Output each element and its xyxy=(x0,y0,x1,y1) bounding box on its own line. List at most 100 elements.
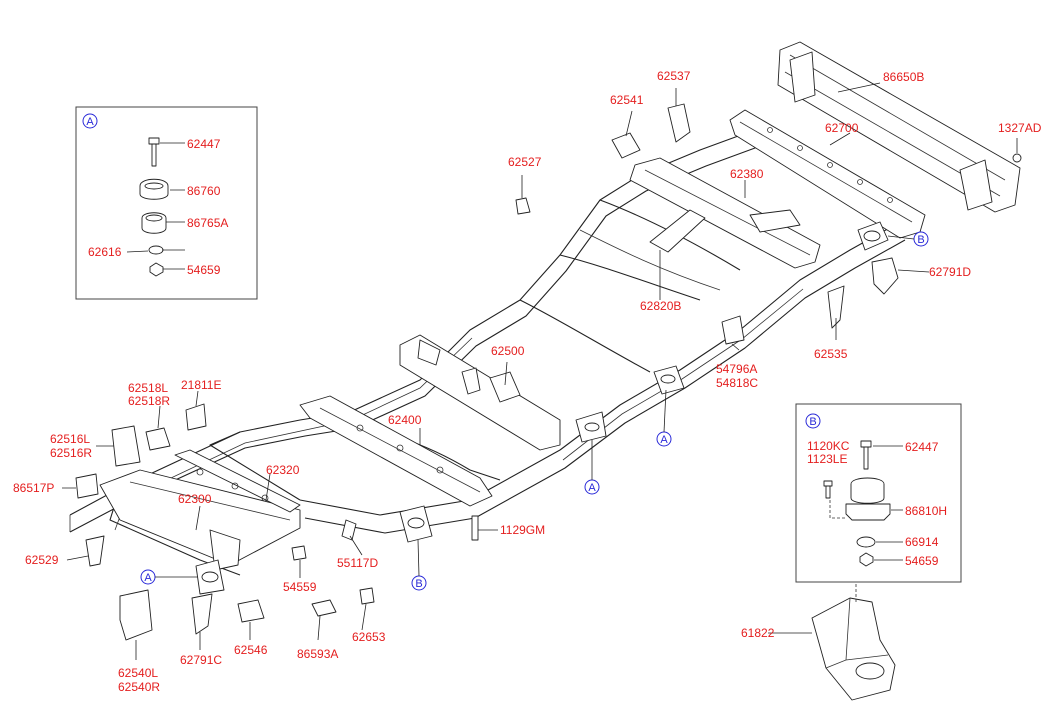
crossmember-62500 xyxy=(399,334,561,451)
crossmember-62380 xyxy=(629,157,821,269)
svg-text:B: B xyxy=(809,416,816,428)
body-mount-mid-left xyxy=(575,411,607,443)
label-62400: 62400 xyxy=(388,413,422,427)
bracket-86517p xyxy=(75,473,99,499)
ref-marker-b-rear: B xyxy=(411,575,427,591)
body-mount-front-right xyxy=(857,221,889,251)
bracket-21811e xyxy=(185,403,207,431)
label-55117d: 55117D xyxy=(337,556,378,570)
label-62546: 62546 xyxy=(234,643,268,657)
detail-b-bolt-short xyxy=(823,480,833,499)
label-62320: 62320 xyxy=(266,463,300,477)
label-21811e: 21811E xyxy=(181,378,221,392)
label-54559: 54559 xyxy=(283,580,317,594)
label-62791d: 62791D xyxy=(929,265,971,279)
ref-marker-b-front: B xyxy=(913,231,929,247)
bracket-62537 xyxy=(667,103,691,143)
label-62537: 62537 xyxy=(657,69,691,83)
svg-text:A: A xyxy=(144,572,152,584)
label-86810h: 86810H xyxy=(905,504,947,518)
bracket-54796a xyxy=(721,315,745,345)
detail-a-marker: A xyxy=(82,113,98,129)
detail-a-nut xyxy=(149,262,164,277)
clip-86593a xyxy=(311,599,337,617)
detail-b-marker: B xyxy=(805,413,821,429)
svg-text:A: A xyxy=(588,482,596,494)
pad-62546 xyxy=(237,599,265,623)
label-54818c: 54818C xyxy=(716,376,758,390)
bracket-62791d xyxy=(871,257,899,295)
label-86650b: 86650B xyxy=(883,70,924,84)
nut-1327ad xyxy=(1012,153,1022,163)
label-62700: 62700 xyxy=(825,121,859,135)
clip-54559 xyxy=(291,545,307,561)
bracket-62516 xyxy=(111,425,141,467)
body-mount-rear-right xyxy=(399,505,433,543)
detail-a-bolt xyxy=(148,137,160,167)
label-62653: 62653 xyxy=(352,630,386,644)
label-54659-a: 54659 xyxy=(187,263,221,277)
bracket-62529 xyxy=(85,535,105,567)
clip-62527 xyxy=(515,197,531,215)
stud-55117d xyxy=(341,519,357,541)
svg-text:B: B xyxy=(415,578,422,590)
bracket-62791c xyxy=(191,593,213,635)
detail-box-b xyxy=(795,403,962,583)
label-1327ad: 1327AD xyxy=(998,121,1042,135)
label-66914: 66914 xyxy=(905,535,939,549)
label-62791c: 62791C xyxy=(180,653,222,667)
crossmember-62400 xyxy=(299,395,493,507)
detail-a-mount-lower xyxy=(141,212,167,234)
ref-marker-a-mid-left: A xyxy=(584,479,600,495)
label-62527: 62527 xyxy=(508,155,542,169)
label-86765a: 86765A xyxy=(187,216,228,230)
body-mount-rear-left xyxy=(195,559,225,595)
label-62820b: 62820B xyxy=(640,299,681,313)
body-mount-mid-right xyxy=(653,365,685,395)
clip-62653 xyxy=(359,587,375,605)
detail-a-mount-upper xyxy=(139,178,169,200)
bracket-62535 xyxy=(827,285,845,329)
detail-box-a xyxy=(75,106,258,300)
label-62380: 62380 xyxy=(730,167,764,181)
label-62529: 62529 xyxy=(25,553,59,567)
label-54659-b: 54659 xyxy=(905,554,939,568)
label-62518r: 62518R xyxy=(128,394,170,408)
label-62535: 62535 xyxy=(814,347,848,361)
label-62518l: 62518L xyxy=(128,381,168,395)
label-62540r: 62540R xyxy=(118,680,160,694)
bracket-62518 xyxy=(145,427,171,451)
svg-text:B: B xyxy=(917,234,924,246)
detail-b-mount xyxy=(845,477,891,521)
label-62300: 62300 xyxy=(178,492,212,506)
label-1123le: 1123LE xyxy=(807,452,847,466)
label-62447-b: 62447 xyxy=(905,440,939,454)
label-61822: 61822 xyxy=(741,626,775,640)
label-62500: 62500 xyxy=(491,344,525,358)
detail-b-bolt-long xyxy=(860,440,872,470)
crossmember-62300 xyxy=(99,449,301,571)
label-86593a: 86593A xyxy=(297,647,338,661)
label-62516r: 62516R xyxy=(50,446,92,460)
bracket-62820b xyxy=(649,209,706,253)
label-86517p: 86517P xyxy=(13,481,54,495)
ref-marker-a-rear: A xyxy=(140,569,156,585)
svg-text:A: A xyxy=(86,116,94,128)
bracket-62540 xyxy=(119,589,153,641)
label-1120kc: 1120KC xyxy=(807,439,850,453)
bracket-62541 xyxy=(611,132,641,159)
label-62540l: 62540L xyxy=(118,666,158,680)
svg-text:A: A xyxy=(660,434,668,446)
label-62516l: 62516L xyxy=(50,432,90,446)
label-54796a: 54796A xyxy=(716,362,757,376)
label-86760: 86760 xyxy=(187,184,221,198)
detail-a-washer xyxy=(148,245,164,255)
label-62616: 62616 xyxy=(88,245,122,259)
label-62447-a: 62447 xyxy=(187,137,221,151)
label-62541: 62541 xyxy=(610,93,644,107)
bolt-1129gm xyxy=(471,515,479,541)
detail-b-nut xyxy=(859,552,874,567)
label-1129gm: 1129GM xyxy=(500,523,545,537)
